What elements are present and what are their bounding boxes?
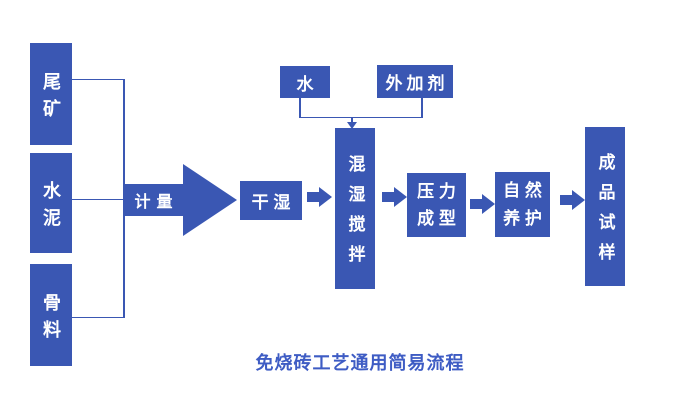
arrow-head <box>572 190 585 210</box>
down-arrowhead <box>347 122 357 129</box>
connector-line-additive-join <box>299 116 423 118</box>
node-water: 水 <box>280 66 330 98</box>
node-natural-curing: 自 然 养 护 <box>495 172 550 237</box>
node-finished-sample: 成品试样 <box>585 127 625 286</box>
connector-line-aggregate <box>70 316 124 318</box>
connector-line-admixture-down <box>421 98 423 118</box>
node-dry-wet: 干 湿 <box>240 181 302 220</box>
node-admixture: 外加剂 <box>377 65 453 98</box>
diagram-title: 免烧砖工艺通用简易流程 <box>255 353 465 373</box>
flow-arrow-drywet-to-mixing <box>307 187 332 207</box>
connector-line-vertical-bus <box>123 78 125 318</box>
node-cement: 水泥 <box>30 153 72 253</box>
connector-line-tailings <box>70 78 124 80</box>
arrow-shaft <box>560 195 572 205</box>
arrow-head <box>319 187 332 207</box>
arrow-shaft <box>307 192 319 202</box>
metering-arrow: 计量 <box>124 184 183 216</box>
arrow-head <box>394 187 407 207</box>
arrow-shaft <box>470 199 482 209</box>
arrow-head <box>482 194 495 214</box>
flow-arrow-press-to-curing <box>470 194 495 214</box>
arrow-shaft <box>382 192 394 202</box>
node-aggregate: 骨料 <box>30 264 72 366</box>
metering-arrow-label: 计量 <box>134 194 179 211</box>
flow-arrow-mixing-to-press <box>382 187 407 207</box>
node-wet-mixing: 混湿搅拌 <box>335 128 375 289</box>
node-tailings: 尾矿 <box>30 43 72 145</box>
metering-arrow-head <box>183 164 237 236</box>
connector-line-mixer-down <box>351 117 353 123</box>
node-press-forming: 压 力 成 型 <box>407 173 466 237</box>
connector-line-cement <box>70 198 124 200</box>
flow-arrow-curing-to-sample <box>560 190 585 210</box>
connector-line-water-down <box>299 98 301 118</box>
